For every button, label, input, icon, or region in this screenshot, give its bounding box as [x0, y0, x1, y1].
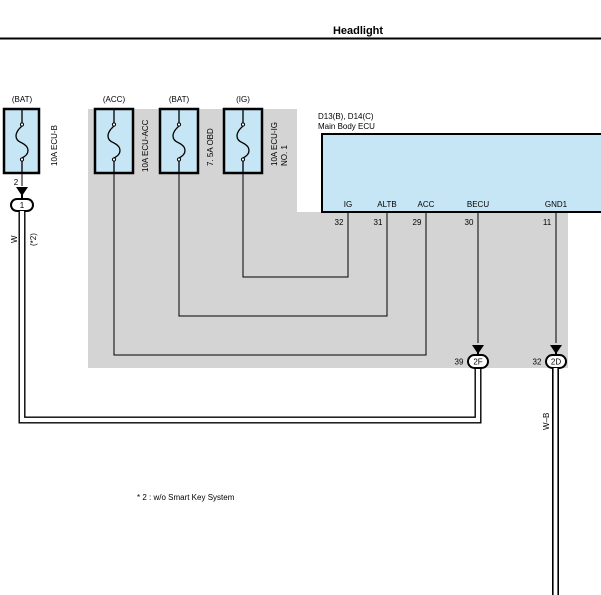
ecu-pin-name-altb: ALTB [377, 200, 396, 209]
fuse-terminal-ecu-b-bottom [19, 157, 25, 162]
fuse-supply-label-ecu-b: (BAT) [12, 95, 33, 104]
junction-1-label: 1 [20, 201, 25, 210]
ecu-pin-number-acc: 29 [413, 218, 422, 227]
fuse-supply-label-ecu-ig: (IG) [236, 95, 250, 104]
fuse-terminal-ecu-ig-top [240, 122, 246, 127]
fuse-rating-ecu-ig-no: NO. 1 [280, 145, 289, 166]
fuse-supply-label-obd: (BAT) [169, 95, 190, 104]
wire-color-wb: W–B [542, 413, 551, 430]
fuse-element-obd [172, 109, 186, 173]
footnote: * 2 : w/o Smart Key System [137, 493, 235, 502]
fuse-rating-ecu-b: 10A ECU-B [50, 125, 59, 166]
fuse-terminal-ecu-acc-bottom [111, 157, 117, 162]
main-body-ecu-box [321, 133, 601, 213]
fuse-element-ecu-acc [107, 109, 121, 173]
fuse-terminal-ecu-b-top [19, 122, 25, 127]
page-title: Headlight [333, 25, 383, 37]
fuse-terminal-ecu-ig-bottom [240, 157, 246, 162]
ecu-area-panel [88, 109, 568, 368]
fuse-out-pin-number: 2 [14, 178, 19, 187]
ecu-pin-number-gnd1: 11 [543, 218, 552, 227]
fuse-element-ecu-ig [236, 109, 250, 173]
junction-2d-label: 2D [551, 358, 561, 367]
fuse-rating-obd: 7. 5A OBD [206, 128, 215, 166]
ecu-pin-number-becu: 30 [465, 218, 474, 227]
fuse-supply-label-ecu-acc: (ACC) [103, 95, 126, 104]
junction-2d-pin: 32 [533, 358, 542, 367]
junction-2f-label: 2F [473, 358, 482, 367]
ecu-pin-number-altb: 31 [374, 218, 383, 227]
wire-ecu-acc-to-pin-acc [113, 173, 427, 356]
ecu-pin-name-ig: IG [344, 200, 352, 209]
wire-color-w: W [10, 235, 19, 243]
fuse-element-ecu-b [15, 109, 29, 173]
junction-2f [467, 354, 489, 369]
ecu-pin-name-becu: BECU [467, 200, 489, 209]
wire-wb-ground-inner [553, 368, 558, 595]
fuse-rating-ecu-ig: 10A ECU-IG [270, 122, 279, 166]
junction-2f-pin: 39 [455, 358, 464, 367]
fuse-terminal-obd-top [176, 122, 182, 127]
wire-w-j1-to-2f-inner [19, 211, 481, 423]
wire-note-smart-key: (*2) [29, 233, 38, 246]
ecu-pin-number-ig: 32 [335, 218, 344, 227]
ecu-pin-name-gnd1: GND1 [545, 200, 568, 209]
wire-obd-to-pin-altb [178, 173, 388, 317]
fuse-rating-ecu-acc: 10A ECU-ACC [141, 119, 150, 172]
ecu-name: Main Body ECU [318, 122, 375, 131]
fuse-terminal-ecu-acc-top [111, 122, 117, 127]
wire-ecu-ig-to-pin-ig [242, 173, 349, 278]
ecu-code: D13(B), D14(C) [318, 112, 374, 121]
ecu-pin-name-acc: ACC [418, 200, 435, 209]
fuse-terminal-obd-bottom [176, 157, 182, 162]
